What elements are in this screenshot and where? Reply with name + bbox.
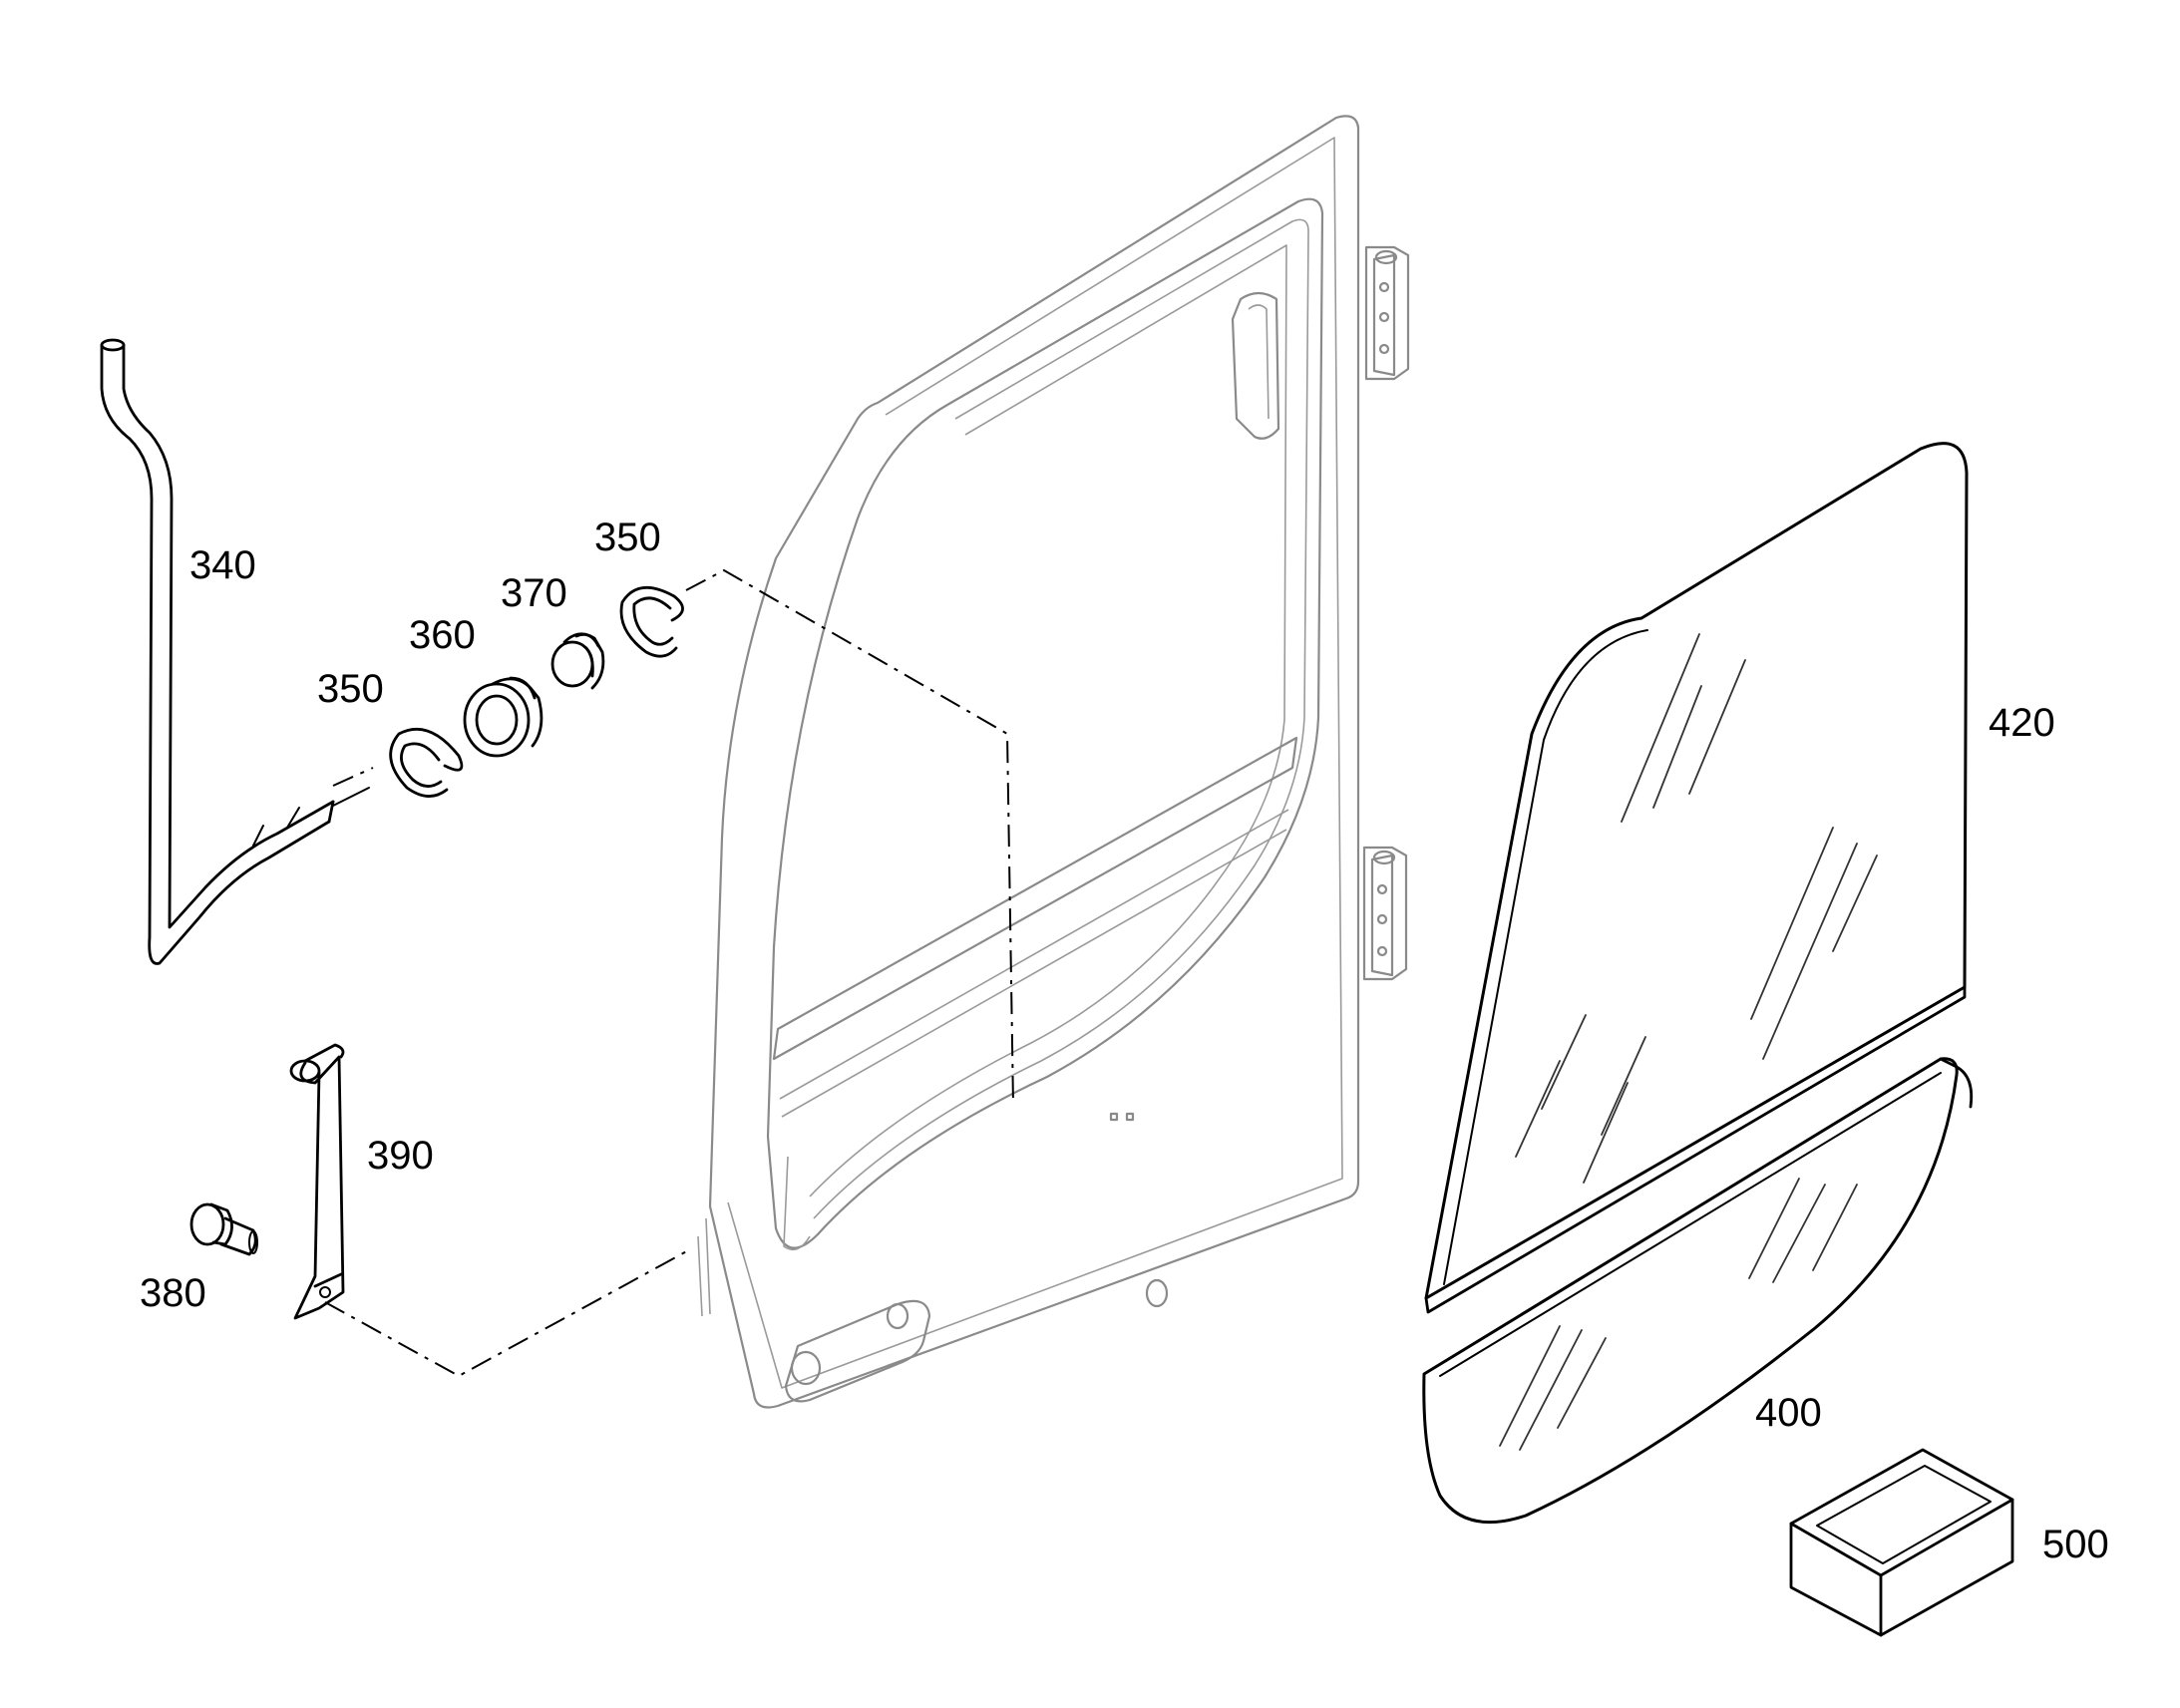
bracket-part-390 [289,1043,345,1320]
glass-420-reflections [1515,633,1878,1184]
upper-hinge [1364,245,1410,381]
lower-hinge [1362,846,1408,981]
label-340: 340 [189,543,256,587]
package-part-500 [1789,1448,2014,1637]
label-420: 420 [1989,701,2055,745]
glass-part-400 [1422,1057,1974,1525]
rod-part-340 [100,338,370,965]
bushing-part-370 [550,632,605,690]
callout-labels: 340 350 370 360 350 390 380 420 400 500 [140,515,2109,1566]
glass-400-reflections [1499,1178,1858,1451]
glass-part-420 [1424,442,1969,1314]
label-380: 380 [140,1271,206,1315]
clip-part-350-upper [619,585,684,658]
label-370: 370 [501,571,567,615]
clip-part-350-lower [389,727,464,798]
label-400: 400 [1755,1391,1822,1435]
label-500: 500 [2042,1523,2109,1566]
label-390: 390 [367,1134,434,1178]
bolt-part-380 [189,1202,258,1256]
leader-lines [324,568,1014,1378]
bushing-part-360 [463,676,544,758]
label-350-lower: 350 [317,667,384,711]
door-frame [697,115,1360,1409]
label-350-upper: 350 [594,515,661,559]
label-360: 360 [409,613,476,657]
